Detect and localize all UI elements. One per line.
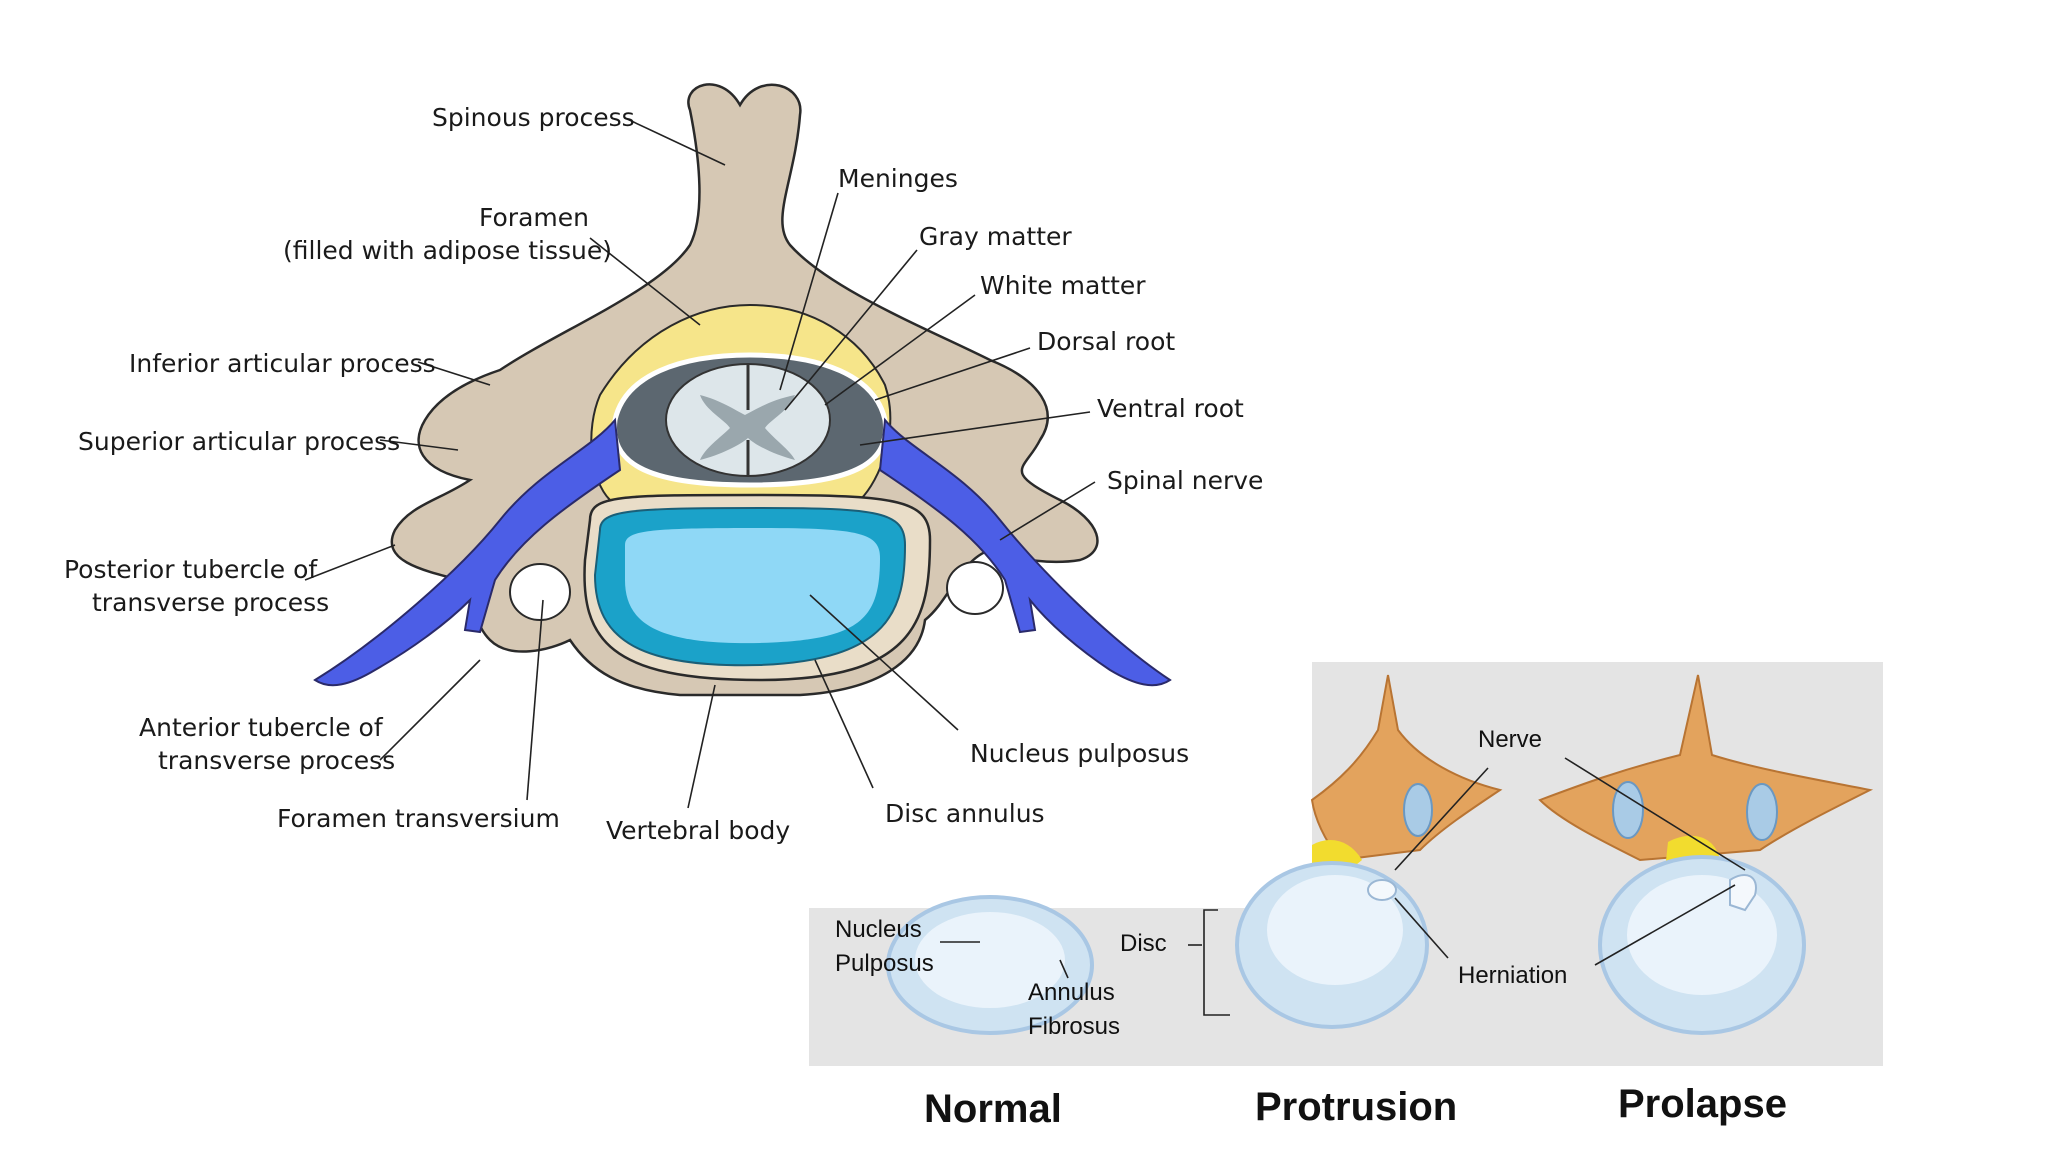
- herniation-panel: Nerve Nucleus Pulposus Disc Annulus Fibr…: [809, 662, 1883, 1131]
- vertebra-labels: Spinous process Foramen (filled with adi…: [64, 103, 1263, 845]
- label-gray-matter: Gray matter: [919, 222, 1072, 251]
- caption-protrusion: Protrusion: [1255, 1085, 1457, 1129]
- caption-prolapse: Prolapse: [1618, 1082, 1787, 1126]
- label-meninges: Meninges: [838, 164, 958, 193]
- disc-protrusion: [1235, 674, 1503, 1029]
- label-posterior-tubercle: Posterior tubercle of: [64, 555, 318, 584]
- foramen-transversium-right: [946, 561, 1004, 615]
- label-fibrosus: Fibrosus: [1028, 1013, 1120, 1040]
- label-foramen-sub: (filled with adipose tissue): [283, 236, 612, 265]
- label-spinal-nerve: Spinal nerve: [1107, 466, 1263, 495]
- nucleus-pulposus: [625, 528, 880, 644]
- gray-matter: [700, 395, 795, 460]
- label-pulposus: Pulposus: [835, 950, 934, 977]
- disc-prolapse: [1538, 674, 1874, 1035]
- vertebra-illustration: [313, 83, 1172, 697]
- label-posterior-tubercle-sub: transverse process: [92, 588, 329, 617]
- label-disc: Disc: [1120, 930, 1167, 957]
- label-foramen-transversium: Foramen transversium: [277, 804, 560, 833]
- spinal-nerve-right: [878, 417, 1172, 687]
- label-anterior-tubercle-sub: transverse process: [158, 746, 395, 775]
- label-nerve: Nerve: [1478, 726, 1542, 753]
- label-disc-annulus: Disc annulus: [885, 799, 1045, 828]
- foramen-transversium-left: [509, 563, 571, 621]
- label-white-matter: White matter: [980, 271, 1146, 300]
- label-dorsal-root: Dorsal root: [1037, 327, 1175, 356]
- label-vertebral-body: Vertebral body: [606, 816, 790, 845]
- label-ventral-root: Ventral root: [1097, 394, 1244, 423]
- disc-normal: [886, 895, 1094, 1035]
- label-superior-articular: Superior articular process: [78, 427, 400, 456]
- leader-lines: [304, 117, 1096, 809]
- spinal-nerve-left: [313, 417, 622, 687]
- label-anterior-tubercle: Anterior tubercle of: [139, 713, 384, 742]
- label-nucleus-pulposus: Nucleus pulposus: [970, 739, 1189, 768]
- caption-normal: Normal: [924, 1087, 1062, 1131]
- label-nucleus: Nucleus: [835, 916, 922, 943]
- label-inferior-articular: Inferior articular process: [129, 349, 436, 378]
- label-spinous-process: Spinous process: [432, 103, 635, 132]
- label-annulus: Annulus: [1028, 979, 1115, 1006]
- label-foramen: Foramen: [479, 203, 589, 232]
- label-herniation: Herniation: [1458, 962, 1567, 989]
